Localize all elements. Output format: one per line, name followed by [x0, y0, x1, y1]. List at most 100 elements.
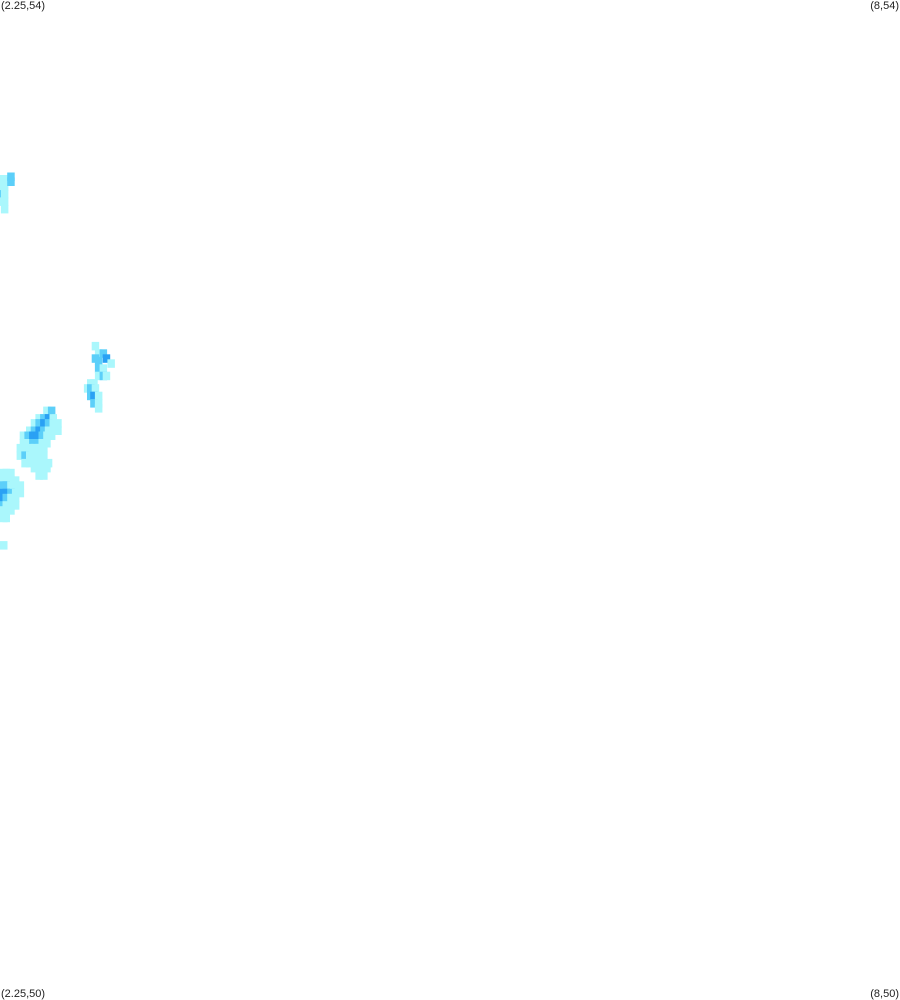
heatmap-cell	[35, 451, 43, 460]
heatmap-cell	[30, 419, 39, 428]
heatmap-cell	[87, 384, 95, 393]
heatmap-cell	[16, 488, 25, 498]
heatmap-cell	[38, 431, 46, 440]
heatmap-cell	[94, 364, 103, 373]
heatmap-cell	[29, 431, 37, 440]
heatmap-cell	[7, 501, 15, 510]
corner-label-top-right: (8,54)	[870, 0, 899, 12]
heatmap-cell	[40, 458, 48, 468]
heatmap-cell	[44, 414, 53, 423]
heatmap-cell	[26, 451, 34, 460]
heatmap-cell	[94, 399, 103, 408]
heatmap-cell	[43, 463, 51, 473]
heatmap-cell	[19, 439, 28, 448]
heatmap-cell	[35, 458, 43, 468]
heatmap-cell	[24, 431, 32, 440]
corner-label-top-left: (2.25,54)	[1, 0, 46, 12]
heatmap-cell	[54, 426, 62, 435]
heatmap-cell	[33, 431, 42, 440]
heatmap-cell	[94, 391, 103, 401]
heatmap-cell	[94, 404, 103, 413]
heatmap-cell	[21, 458, 29, 468]
heatmap-cell	[102, 371, 111, 381]
heatmap-cell	[35, 419, 43, 428]
heatmap-cell	[49, 426, 57, 435]
heatmap-cell	[35, 471, 43, 480]
heatmap-cell	[30, 426, 39, 435]
heatmap-cell	[54, 419, 62, 428]
heatmap-cell	[40, 471, 48, 480]
heatmap-cell	[94, 349, 103, 358]
heatmap-cell	[26, 426, 34, 435]
heatmap-cell	[7, 177, 15, 186]
heatmap-cell	[107, 359, 115, 368]
heatmap-cell	[35, 463, 43, 473]
heatmap-cell	[11, 476, 20, 485]
heatmap-cell	[2, 488, 10, 498]
heatmap-cell	[2, 481, 10, 490]
heatmap-cell	[33, 439, 42, 448]
heatmap-cell	[16, 451, 25, 460]
heatmap-cell	[90, 391, 98, 401]
heatmap-cell	[0, 204, 9, 214]
heatmap-cell	[30, 463, 39, 473]
heatmap-cell	[40, 414, 48, 423]
heatmap-cell	[21, 443, 29, 453]
heatmap-cell	[90, 379, 98, 388]
heatmap-cell	[11, 488, 20, 498]
heatmap-cell	[43, 431, 51, 440]
heatmap-cell	[7, 468, 15, 478]
heatmap-cell	[38, 439, 46, 448]
heatmap-cell	[49, 414, 57, 423]
heatmap-cell	[91, 341, 100, 351]
heatmap-cell	[11, 501, 20, 510]
heatmap-cell	[40, 426, 48, 435]
heatmap-cell	[0, 197, 9, 206]
heatmap-cell	[29, 439, 37, 448]
heatmap-cell	[43, 439, 51, 448]
heatmap-cell	[2, 468, 10, 478]
heatmap-cell	[7, 493, 15, 503]
heatmap-cell	[102, 354, 111, 363]
heatmap-cell	[35, 426, 43, 435]
heatmap-cell	[11, 481, 20, 490]
heatmap-cell	[24, 439, 32, 448]
heatmap-cell	[26, 458, 34, 468]
heatmap-cell	[21, 451, 29, 460]
heatmap-cell	[90, 399, 98, 408]
heatmap-cell	[99, 364, 108, 373]
heatmap-cell	[0, 541, 8, 550]
heatmap-cell	[0, 175, 9, 184]
heatmap-cell	[2, 476, 10, 485]
heatmap-cell	[0, 182, 9, 191]
heatmap-cell	[26, 443, 34, 453]
heatmap-cell	[44, 458, 53, 468]
heatmap-cell	[7, 172, 15, 181]
heatmap-cell	[49, 419, 57, 428]
heatmap-cell	[2, 501, 10, 510]
heatmap-cell	[30, 458, 39, 468]
heatmap-cell	[44, 419, 53, 428]
heatmap-cell	[30, 443, 39, 453]
heatmap-cell	[40, 419, 48, 428]
heatmap-cell	[19, 431, 28, 440]
heatmap-cell	[16, 481, 25, 490]
heatmap-cell	[94, 371, 103, 381]
heatmap-cell	[40, 451, 48, 460]
heatmap-cell	[99, 349, 108, 358]
heatmap-cell	[0, 190, 9, 199]
heatmap-cell	[40, 443, 48, 453]
heatmap-cell	[43, 406, 51, 416]
heatmap-cell	[47, 431, 56, 440]
heatmap-cell	[94, 356, 103, 366]
heatmap-cell	[7, 476, 15, 485]
corner-label-bottom-right: (8,50)	[870, 988, 899, 1000]
heatmap-cell	[30, 451, 39, 460]
corner-label-bottom-left: (2.25,50)	[1, 988, 46, 1000]
heatmap-cell	[2, 513, 10, 523]
heatmap-cell	[2, 506, 10, 515]
heatmap-cell	[11, 493, 20, 503]
heatmap-cell	[7, 488, 15, 498]
heatmap-cell	[44, 426, 53, 435]
